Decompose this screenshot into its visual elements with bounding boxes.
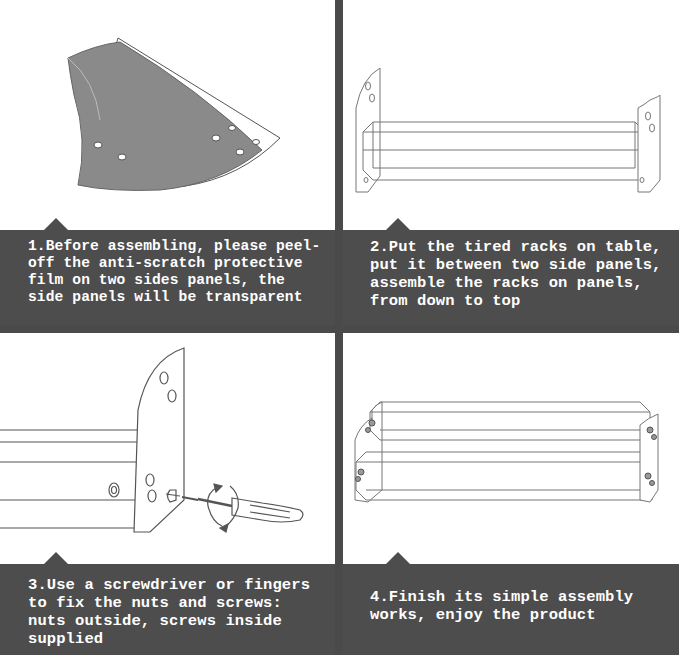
caption-band: 1.Before assembling, please peel-off the… xyxy=(0,230,335,325)
step-caption: 4.Finish its simple assembly works, enjo… xyxy=(370,588,669,624)
screw-detail-figure xyxy=(0,348,303,532)
divider xyxy=(0,325,679,333)
caption-band: 3.Use a screwdriver or fingers to fix th… xyxy=(0,564,335,655)
step-caption: 1.Before assembling, please peel-off the… xyxy=(28,238,325,306)
rack-figure xyxy=(356,68,660,192)
caption-band: 4.Finish its simple assembly works, enjo… xyxy=(343,564,679,655)
step-caption: 2.Put the tired racks on table, put it b… xyxy=(370,238,669,310)
caption-band: 2.Put the tired racks on table, put it b… xyxy=(343,230,679,325)
step-caption: 3.Use a screwdriver or fingers to fix th… xyxy=(28,576,325,648)
peel-film-figure xyxy=(68,38,280,190)
finished-rack-figure xyxy=(355,402,658,502)
